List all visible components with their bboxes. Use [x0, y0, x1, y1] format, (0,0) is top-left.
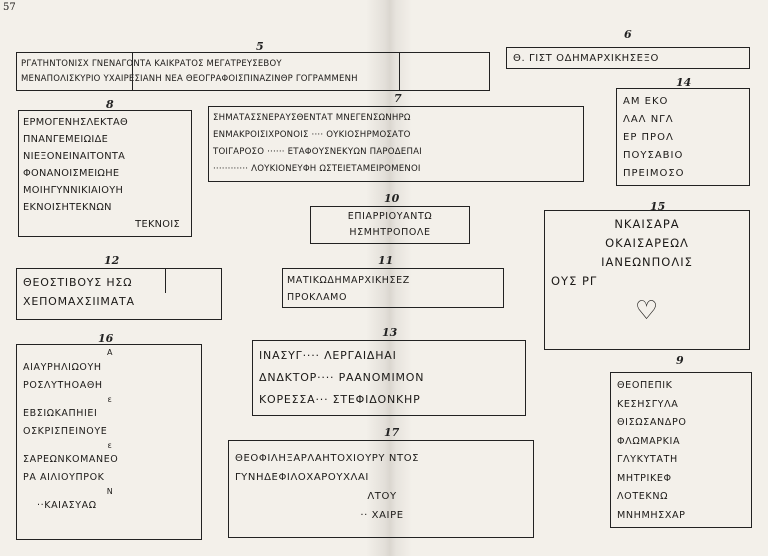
inscription-line: ΟΥΣ ΡΓ [551, 274, 598, 288]
inscription-mark: Α [106, 348, 114, 357]
inscription-number-6: 6 [624, 28, 632, 41]
inscription-line: ΡΑ ΑΙΛΙΟΥΠΡΟΚ [23, 472, 105, 483]
inscription-line: ΗΣΜΗΤΡΟΠΟΛΕ [349, 227, 431, 238]
inscription-line: ΕΡ ΠΡΟΛ [623, 132, 674, 143]
inscription-number-7: 7 [394, 92, 402, 105]
inscription-line: ΓΛΥΚΥΤΑΤΗ [617, 454, 678, 465]
inscription-line: ΑΙΑΥΡΗΛΙΩΟΥΗ [23, 362, 102, 373]
inscription-line: ΡΟΣΛΥΤΗΟΑΘΗ [23, 380, 103, 391]
inscription-line: ΛΤΟΥ [367, 491, 397, 502]
inscription-number-8: 8 [106, 98, 114, 111]
page-number: 57 [3, 2, 16, 13]
inscription-line: ΘΕΟΦΙΛΗΞΑΡΛΑΗΤΟΧΙΟΥΡΥ ΝΤΟΣ [235, 453, 420, 464]
inscription-line: ΘΕΟΣΤΙΒΟΥΣ ΗΣΩ [23, 276, 133, 289]
inscription-mark: Ν [106, 487, 114, 496]
inscription-line: ΜΟΙΗΓΥΝΝΙΚΙΑΙΟΥΗ [23, 185, 124, 196]
inscription-7: ΣΗΜΑΤΑΣΣΝΕΡΑΥΣΘΕΝΤΑΤ ΜΝΕΓΕΝΣΩΝΗΡΩ ΕΝΜΑΚΡ… [208, 106, 584, 182]
inscription-line: ΜΝΗΜΗΣΧΑΡ [617, 509, 686, 521]
inscription-number-5: 5 [256, 40, 264, 53]
inscription-15: ΝΚΑΙΣΑΡΑ ΟΚΑΙΣΑΡΕΩΛ ΙΑΝΕΩΝΠΟΛΙΣ ΟΥΣ ΡΓ ♡ [544, 210, 750, 350]
inscription-6: Θ. ΓΙΣΤ ΟΔΗΜΑΡΧΙΚΗΣΕΞΟ [506, 47, 750, 69]
inscription-line: ·· ΧΑΙΡΕ [360, 510, 404, 521]
inscription-17: ΘΕΟΦΙΛΗΞΑΡΛΑΗΤΟΧΙΟΥΡΥ ΝΤΟΣ ΓΥΝΗΔΕΦΙΛΟΧΑΡ… [228, 440, 534, 538]
inscription-line: ΡΓΑΤΗΝΤΟΝΙΣΧ ΓΝΕΝΑΓΟΝΤΑ ΚΑΙΚΡΑΤΟΣ ΜΕΓΑΤΡ… [21, 59, 282, 69]
inscription-line: ΠΡΟΚΛΑΜΟ [287, 292, 348, 303]
inscription-line: ΠΡΕΙΜΟΣΟ [623, 168, 685, 179]
inscription-line: ΛΑΛ ΝΓΛ [623, 114, 674, 125]
inscription-11: ΜΑΤΙΚΩΔΗΜΑΡΧΙΚΗΣΕΖ ΠΡΟΚΛΑΜΟ [282, 268, 504, 308]
inscription-line: ΓΥΝΗΔΕΦΙΛΟΧΑΡΟΥΧΛΑΙ [235, 472, 369, 483]
inscription-number-16: 16 [98, 332, 114, 345]
inscription-line: ΕΒΣΙΩΚΑΠΗΙΕΙ [23, 408, 98, 419]
inscription-number-14: 14 [676, 76, 692, 89]
inscription-number-11: 11 [378, 254, 394, 267]
inscription-line: Θ. ΓΙΣΤ ΟΔΗΜΑΡΧΙΚΗΣΕΞΟ [513, 53, 659, 64]
inscription-line: ΑΜ ΕΚΟ [623, 96, 669, 107]
inscription-13: ΙΝΑΣΥΓ···· ΛΕΡΓΑΙΔΗΑΙ ΔΝΔΚΤΟΡ···· ΡΑΑΝΟΜ… [252, 340, 526, 416]
inscription-line: ΚΕΣΗΣΓΥΛΑ [617, 398, 679, 410]
inscription-line: ΦΛΩΜΑΡΚΙΑ [617, 435, 681, 447]
inscription-16: Α ΑΙΑΥΡΗΛΙΩΟΥΗ ΡΟΣΛΥΤΗΟΑΘΗ ε ΕΒΣΙΩΚΑΠΗΙΕ… [16, 344, 202, 540]
inscription-line: ΤΕΚΝΟΙΣ [135, 219, 180, 230]
inscription-12: ΘΕΟΣΤΙΒΟΥΣ ΗΣΩ ΧΕΠΟΜΑΧΣΙΙΜΑΤΑ [16, 268, 222, 320]
inscription-number-9: 9 [676, 354, 684, 367]
heart-icon: ♡ [634, 296, 660, 326]
inscription-line: ΦΟΝΑΝΟΙΣΜΕΙΩΗΕ [23, 168, 120, 179]
inscription-line: ΙΝΑΣΥΓ···· ΛΕΡΓΑΙΔΗΑΙ [259, 349, 397, 362]
inscription-9: ΘΕΟΠΕΠΙΚ ΚΕΣΗΣΓΥΛΑ ΘΙΣΩΣΑΝΔΡΟ ΦΛΩΜΑΡΚΙΑ … [610, 372, 752, 528]
inscription-number-17: 17 [384, 426, 400, 439]
inscription-line: ΛΟΤΕΚΝΩ [617, 491, 669, 502]
inscription-line: ΚΟΡΕΣΣΑ··· ΣΤΕΦΙΔΟΝΚΗΡ [259, 393, 421, 406]
inscription-line: ············ ΛΟΥΚΙΟΝΕΥΦΗ ΩΣΤΕΙΕΤΑΜΕΙΡΟΜΕ… [213, 164, 421, 174]
inscription-line: ΟΣΚΡΙΣΠΕΙΝΟΥΕ [23, 426, 108, 437]
inscription-line: ΜΑΤΙΚΩΔΗΜΑΡΧΙΚΗΣΕΖ [287, 275, 410, 286]
inscription-line: ΣΑΡΕΩΝΚΟΜΑΝΕΟ [23, 454, 119, 465]
inscription-line: ΔΝΔΚΤΟΡ···· ΡΑΑΝΟΜΙΜΟΝ [259, 371, 425, 384]
inscription-line: ΘΕΟΠΕΠΙΚ [617, 380, 673, 391]
inscription-number-10: 10 [384, 192, 400, 205]
inscription-line: ΠΟΥΣΑΒΙΟ [623, 150, 684, 161]
inscription-14: ΑΜ ΕΚΟ ΛΑΛ ΝΓΛ ΕΡ ΠΡΟΛ ΠΟΥΣΑΒΙΟ ΠΡΕΙΜΟΣΟ [616, 88, 750, 186]
inscription-number-13: 13 [382, 326, 398, 339]
inscription-5: ΡΓΑΤΗΝΤΟΝΙΣΧ ΓΝΕΝΑΓΟΝΤΑ ΚΑΙΚΡΑΤΟΣ ΜΕΓΑΤΡ… [16, 52, 490, 91]
inscription-line: ΕΠΙΑΡΡΙΟΥΑΝΤΩ [347, 211, 433, 222]
inscription-line: ΕΡΜΟΓΕΝΗΣΛΕΚΤΑΘ [23, 117, 129, 128]
inscription-line: ΙΑΝΕΩΝΠΟΛΙΣ [601, 255, 693, 269]
inscription-line: ΟΚΑΙΣΑΡΕΩΛ [605, 236, 689, 250]
inscription-line: ΜΕΝΑΠΟΛΙΣΚΥΡΙΟ ΥΧΑΙΡΕΣΙΑΝΗ ΝΕΑ ΘΕΟΓΡΑΦΟΙ… [21, 74, 358, 84]
inscription-line: ΠΝΑΝΓΕΜΕΙΩΙΔΕ [23, 134, 109, 145]
inscription-10: ΕΠΙΑΡΡΙΟΥΑΝΤΩ ΗΣΜΗΤΡΟΠΟΛΕ [310, 206, 470, 244]
inscription-number-15: 15 [650, 200, 666, 213]
inscription-number-12: 12 [104, 254, 120, 267]
inscription-mark: ε [107, 441, 113, 450]
inscription-line: ΕΚΝΟΙΣΗΤΕΚΝΩΝ [23, 202, 112, 213]
inscription-line: ΘΙΣΩΣΑΝΔΡΟ [617, 417, 687, 428]
inscription-line: ΝΙΕΞΟΝΕΙΝΑΙΤΟΝΤΑ [23, 151, 126, 162]
inscription-line: ΝΚΑΙΣΑΡΑ [614, 217, 680, 231]
inscription-line: ΤΟΙΓΑΡΟΣΟ ······ ΕΤΑΦΟΥΣΝΕΚΥΩΝ ΠΑΡΟΔΕΠΑΙ [213, 147, 422, 157]
inscription-line: ΕΝΜΑΚΡΟΙΣΙΧΡΟΝΟΙΣ ···· ΟΥΚΙΟΣΗΡΜΟΣΑΤΟ [213, 130, 411, 140]
inscription-mark: ε [107, 395, 113, 404]
inscription-line: ΜΗΤΡΙΚΕΦ [617, 472, 672, 484]
inscription-8: ΕΡΜΟΓΕΝΗΣΛΕΚΤΑΘ ΠΝΑΝΓΕΜΕΙΩΙΔΕ ΝΙΕΞΟΝΕΙΝΑ… [18, 110, 192, 237]
inscription-line: ΣΗΜΑΤΑΣΣΝΕΡΑΥΣΘΕΝΤΑΤ ΜΝΕΓΕΝΣΩΝΗΡΩ [213, 113, 411, 123]
inscription-line: ΧΕΠΟΜΑΧΣΙΙΜΑΤΑ [23, 295, 135, 308]
inscription-line: ··ΚΑΙΑΣΥΑΩ [37, 500, 97, 511]
